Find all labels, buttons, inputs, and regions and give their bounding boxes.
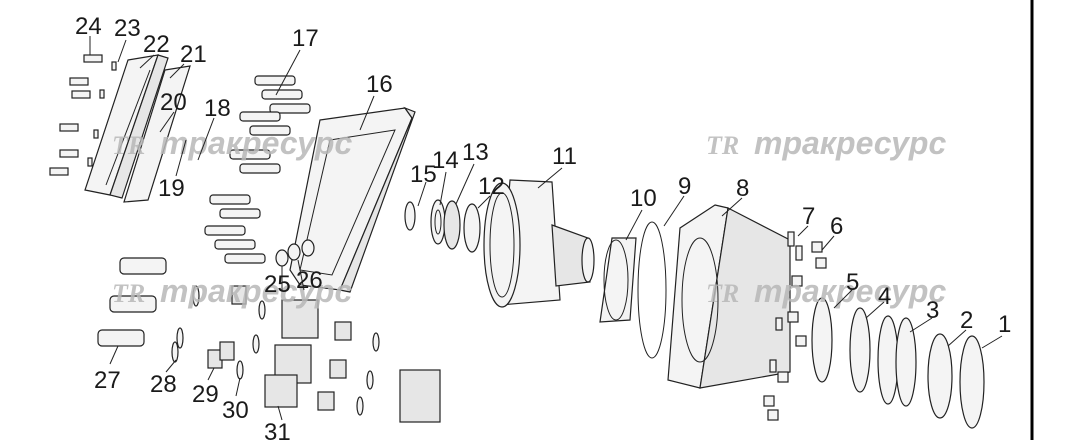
pins-19 <box>204 194 266 264</box>
ring-12 <box>463 203 481 253</box>
svg-text:тракресурс: тракресурс <box>754 273 946 309</box>
callout-28: 28 <box>150 371 177 398</box>
hub-8 <box>667 204 791 389</box>
callout-22: 22 <box>143 31 170 58</box>
callout-2: 2 <box>960 307 973 334</box>
svg-text:TR: TR <box>112 279 145 308</box>
callout-21: 21 <box>180 41 207 68</box>
svg-text:тракресурс: тракресурс <box>160 273 352 309</box>
ring-2 <box>927 333 953 419</box>
callout-7: 7 <box>802 203 815 230</box>
callout-3: 3 <box>926 297 939 324</box>
svg-text:TR: TR <box>706 279 739 308</box>
shafts-27 <box>97 257 167 347</box>
callout-16: 16 <box>366 71 393 98</box>
callout-29: 29 <box>192 381 219 408</box>
callout-8: 8 <box>736 175 749 202</box>
watermark-bottom-right: TR тракресурс <box>706 273 946 309</box>
bolts-7 <box>769 231 803 373</box>
ring-4 <box>849 307 871 393</box>
callout-14: 14 <box>432 147 459 174</box>
watermark-top-right: TR тракресурс <box>706 125 946 161</box>
callout-13: 13 <box>462 139 489 166</box>
callout-23: 23 <box>114 15 141 42</box>
needle-bearings-29 <box>207 285 247 369</box>
callout-24: 24 <box>75 13 102 40</box>
seal-10 <box>599 237 637 323</box>
callout-26: 26 <box>296 267 323 294</box>
callout-10: 10 <box>630 185 657 212</box>
callout-31: 31 <box>264 419 291 440</box>
callout-19: 19 <box>158 175 185 202</box>
callout-12: 12 <box>478 173 505 200</box>
bearing-14 <box>430 199 446 245</box>
bearing-15 <box>404 201 416 231</box>
washers-23 <box>87 61 117 167</box>
ring-3 <box>877 315 917 407</box>
callout-30: 30 <box>222 397 249 424</box>
callout-17: 17 <box>292 25 319 52</box>
leader-lines <box>89 36 1003 421</box>
svg-text:TR: TR <box>112 131 145 160</box>
svg-text:тракресурс: тракресурс <box>754 125 946 161</box>
callout-15: 15 <box>410 161 437 188</box>
watermark-bottom-left: TR тракресурс <box>112 273 352 309</box>
callout-4: 4 <box>878 283 891 310</box>
spacers-30 <box>236 300 266 380</box>
callout-9: 9 <box>678 173 691 200</box>
callout-18: 18 <box>204 95 231 122</box>
ring-gear-11 <box>483 179 595 308</box>
cover-plate <box>84 54 169 199</box>
callout-11: 11 <box>552 143 577 170</box>
plugs-25-26 <box>275 239 315 267</box>
callout-labels: 24 23 22 21 20 18 19 17 16 15 14 13 12 1… <box>75 13 1011 440</box>
callout-6: 6 <box>830 213 843 240</box>
nuts-6 <box>763 241 827 421</box>
ring-5 <box>811 297 833 383</box>
washers-28 <box>171 285 200 363</box>
carrier-housing-16 <box>289 106 416 293</box>
bearing-13 <box>443 200 461 250</box>
gasket <box>123 65 191 203</box>
planet-gears-31 <box>264 299 441 423</box>
callout-27: 27 <box>94 367 121 394</box>
pins-17 <box>229 75 311 174</box>
o-ring-9 <box>637 221 667 359</box>
callout-5: 5 <box>846 269 859 296</box>
callout-25: 25 <box>264 271 291 298</box>
bolts-24 <box>49 54 103 176</box>
callout-20: 20 <box>160 89 187 116</box>
svg-text:тракресурс: тракресурс <box>160 125 352 161</box>
watermark-top-left: TR тракресурс <box>112 125 352 161</box>
svg-text:TR: TR <box>706 131 739 160</box>
callout-1: 1 <box>998 311 1011 338</box>
ring-1 <box>959 335 985 429</box>
